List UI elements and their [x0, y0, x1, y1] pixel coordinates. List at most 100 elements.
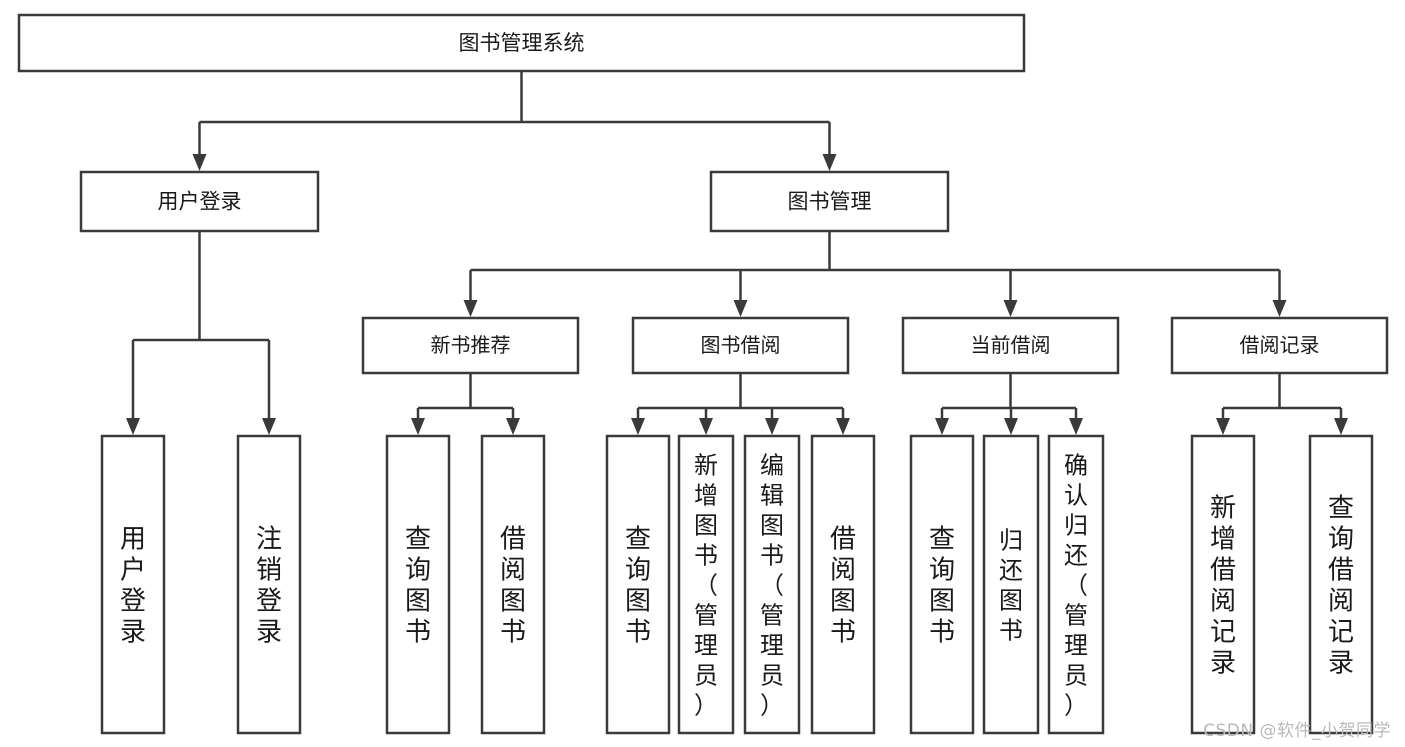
level2-node-1-box[interactable] — [79, 170, 320, 233]
level3-node-3[interactable]: 当前借阅 — [901, 316, 1120, 375]
svg-text:认: 认 — [1064, 482, 1088, 510]
svg-text:询: 询 — [625, 556, 651, 586]
svg-text:还: 还 — [999, 557, 1023, 585]
leaf-node-1-box[interactable] — [100, 434, 166, 735]
level2-node-2-box[interactable] — [709, 170, 950, 233]
level3-node-3-label: 当前借阅 — [971, 333, 1051, 357]
leaf-node-12-box[interactable] — [1190, 434, 1256, 735]
arrow-head-icon — [822, 154, 837, 171]
svg-text:新: 新 — [1210, 494, 1236, 524]
arrow-head-icon — [1216, 418, 1230, 435]
level2-node-2[interactable]: 图书管理 — [709, 170, 950, 233]
root-node[interactable]: 图书管理系统 — [17, 13, 1026, 73]
leaf-node-3-box[interactable] — [385, 434, 451, 735]
svg-text:录: 录 — [120, 618, 146, 648]
svg-text:注: 注 — [256, 525, 282, 555]
leaf-node-2-box[interactable] — [236, 434, 302, 735]
svg-text:用: 用 — [120, 525, 146, 555]
svg-text:）: ） — [1064, 692, 1088, 720]
svg-text:书: 书 — [760, 542, 784, 570]
leaf-node-4-box[interactable] — [480, 434, 546, 735]
svg-text:图: 图 — [694, 512, 718, 540]
leaf-node-5-box[interactable] — [605, 434, 671, 735]
leaf-node-11-box[interactable] — [1047, 434, 1105, 735]
level3-node-4-box[interactable] — [1170, 316, 1389, 375]
svg-text:员: 员 — [760, 662, 784, 690]
connector-lines — [126, 71, 1348, 435]
svg-text:（: （ — [694, 572, 718, 600]
svg-text:管: 管 — [1064, 602, 1088, 630]
level3-node-4[interactable]: 借阅记录 — [1170, 316, 1389, 375]
arrow-head-icon — [463, 300, 478, 317]
svg-text:阅: 阅 — [500, 556, 526, 586]
leaf-node-1[interactable]: 用户登录 — [100, 434, 166, 735]
svg-text:户: 户 — [120, 556, 146, 586]
level3-node-1[interactable]: 新书推荐 — [361, 316, 580, 375]
svg-text:）: ） — [694, 692, 718, 720]
svg-text:图: 图 — [760, 512, 784, 540]
arrow-head-icon — [1069, 418, 1083, 435]
arrow-head-icon — [733, 300, 748, 317]
leaf-node-6-box[interactable] — [677, 434, 735, 735]
svg-text:图: 图 — [405, 587, 431, 617]
svg-text:借: 借 — [830, 525, 856, 555]
svg-text:记: 记 — [1210, 618, 1236, 648]
level3-node-1-box[interactable] — [361, 316, 580, 375]
level3-node-3-box[interactable] — [901, 316, 1120, 375]
node-boxes: 图书管理系统用户登录图书管理新书推荐图书借阅当前借阅借阅记录用户登录注销登录查询… — [17, 13, 1389, 735]
svg-text:查: 查 — [1328, 494, 1354, 524]
root-node-box[interactable] — [17, 13, 1026, 73]
svg-text:查: 查 — [625, 525, 651, 555]
svg-text:增: 增 — [1210, 525, 1236, 555]
leaf-node-13-box[interactable] — [1308, 434, 1374, 735]
leaf-node-9-box[interactable] — [909, 434, 975, 735]
level3-node-2-box[interactable] — [631, 316, 850, 375]
svg-text:（: （ — [1064, 572, 1088, 600]
svg-text:查: 查 — [405, 525, 431, 555]
svg-text:登: 登 — [256, 587, 282, 617]
svg-text:书: 书 — [929, 618, 955, 648]
leaf-node-8-box[interactable] — [810, 434, 876, 735]
svg-text:归: 归 — [1064, 512, 1088, 540]
svg-text:编: 编 — [760, 452, 784, 480]
svg-text:查: 查 — [929, 525, 955, 555]
svg-text:询: 询 — [1328, 525, 1354, 555]
leaf-node-10-box[interactable] — [982, 434, 1040, 735]
svg-text:记: 记 — [1328, 618, 1354, 648]
level3-node-2[interactable]: 图书借阅 — [631, 316, 850, 375]
watermark-text: CSDN @软件_小贺同学 — [1203, 721, 1391, 741]
svg-text:登: 登 — [120, 587, 146, 617]
svg-text:理: 理 — [760, 632, 784, 660]
leaf-node-7-box[interactable] — [743, 434, 801, 735]
arrow-head-icon — [631, 418, 645, 435]
svg-text:管: 管 — [760, 602, 784, 630]
svg-text:书: 书 — [405, 618, 431, 648]
arrow-head-icon — [1004, 418, 1018, 435]
level2-node-1[interactable]: 用户登录 — [79, 170, 320, 233]
svg-text:新: 新 — [694, 452, 718, 480]
svg-text:图: 图 — [625, 587, 651, 617]
svg-text:录: 录 — [1210, 649, 1236, 679]
